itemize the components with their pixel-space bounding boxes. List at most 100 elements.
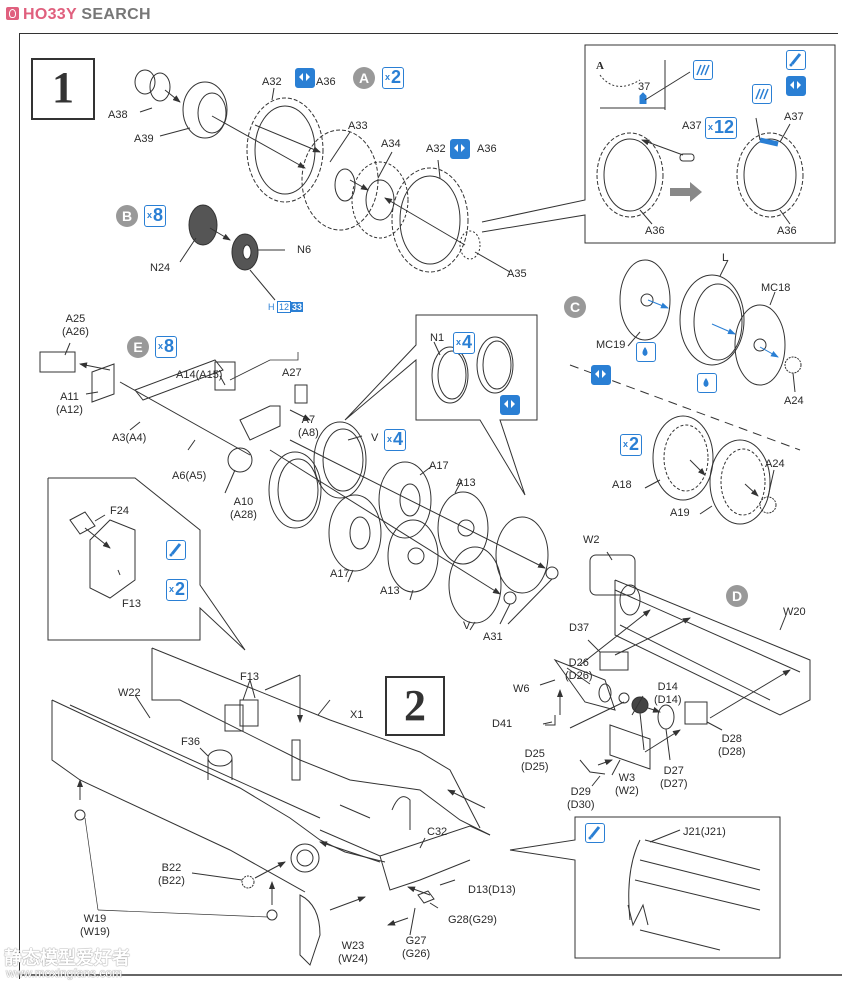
part-d27 (657, 704, 675, 730)
label-d14: D14 (D14) (654, 681, 682, 706)
label-d29: D29 (D30) (567, 786, 595, 811)
label-f36: F36 (181, 736, 200, 748)
glue-drop-icon (697, 373, 717, 393)
part-a35 (459, 230, 481, 260)
glue-drop-icon (636, 342, 656, 362)
part-a32-sprocket (246, 97, 324, 203)
part-a38 (134, 69, 171, 102)
part-a7 (239, 405, 281, 441)
label-a31: A31 (483, 631, 503, 643)
inset-label-a: A (596, 60, 604, 72)
quantity-a37-badge: x12 (705, 117, 738, 139)
alternative-divider (569, 364, 801, 451)
quantity-b-badge: x8 (144, 205, 167, 227)
symmetric-alternate-icon (500, 395, 520, 415)
cement-glue-icon (786, 50, 806, 70)
part-a13-2 (387, 519, 439, 593)
label-a35: A35 (507, 268, 527, 280)
part-w6 (553, 658, 616, 711)
part-a18 (652, 415, 714, 501)
part-v-tyre-4 (448, 546, 502, 624)
label-a18: A18 (612, 479, 632, 491)
part-w20-plate (614, 579, 811, 716)
part-d28 (684, 701, 708, 725)
part-v-tyre-2 (313, 421, 367, 499)
label-c32: C32 (427, 826, 448, 838)
label-w23: W23 (W24) (338, 940, 368, 965)
paint-stripe-icon (752, 84, 772, 104)
part-a32-outer-sprocket (391, 167, 469, 273)
label-v: V (371, 432, 379, 444)
symmetric-alternate-icon (591, 365, 611, 385)
label-x1: X1 (350, 709, 364, 721)
part-a14 (134, 359, 224, 401)
part-a19 (709, 439, 771, 525)
marker-a: A (353, 67, 375, 89)
inset-label-a37: A37 (682, 120, 702, 132)
part-a25 (39, 351, 76, 373)
part-a10 (227, 447, 253, 473)
quantity-alt-wheel-badge: x2 (620, 434, 643, 456)
part-w3 (609, 724, 651, 770)
quantity-a-badge: x2 (382, 67, 405, 89)
label-a17: A17 (429, 460, 449, 472)
label-a36: A36 (316, 76, 336, 88)
label-g27: G27 (G26) (402, 935, 431, 960)
label-a24: A24 (784, 395, 804, 407)
part-d26 (598, 683, 612, 703)
label-j21: J21(J21) (683, 826, 726, 838)
part-w19-rear (266, 909, 278, 921)
quantity-n1-badge: x4 (453, 332, 476, 354)
paint-stripe-icon (693, 60, 713, 80)
quantity-f-badge: x2 (166, 579, 189, 601)
label-n24: N24 (150, 262, 171, 274)
part-a24 (784, 356, 802, 374)
part-d25 (618, 692, 630, 704)
label-v-lower: V (463, 620, 471, 632)
label-a10: A10 (A28) (230, 496, 257, 521)
label-a38: A38 (108, 109, 128, 121)
label-a27: A27 (282, 367, 302, 379)
part-a11 (91, 363, 115, 403)
part-w19-front (74, 809, 86, 821)
step-1-number: 1 (31, 58, 95, 120)
label-a17-lower: A17 (330, 568, 350, 580)
quantity-v-badge: x4 (384, 429, 407, 451)
part-b22 (241, 875, 255, 889)
label-a36-outer: A36 (477, 143, 497, 155)
part-a34 (351, 161, 409, 239)
part-a36-inset-left (596, 132, 664, 218)
instruction-sheet-frame (19, 33, 838, 979)
hobby-search-logo: HO33Y SEARCH (6, 6, 151, 24)
part-a39 (182, 81, 228, 139)
marker-c: C (564, 296, 586, 318)
symmetric-alternate-icon (295, 68, 315, 88)
part-a27 (294, 384, 308, 404)
part-f13-inset (89, 519, 136, 599)
label-a14: A14(A15) (176, 369, 223, 381)
part-g27 (417, 890, 435, 904)
label-a33: A33 (348, 120, 368, 132)
label-w22: W22 (118, 687, 141, 699)
part-n24 (188, 204, 218, 246)
label-a13: A13 (456, 477, 476, 489)
label-d26: D26 (D26) (565, 657, 593, 682)
label-a13-lower: A13 (380, 585, 400, 597)
label-a11: A11 (A12) (56, 391, 83, 416)
label-f24: F24 (110, 505, 129, 517)
part-a17-1 (378, 461, 432, 539)
label-f13: F13 (240, 671, 259, 683)
label-w2: W2 (583, 534, 600, 546)
label-a34: A34 (381, 138, 401, 150)
inset-label-37: 37 (638, 81, 651, 93)
label-d27: D27 (D27) (660, 765, 688, 790)
marker-e: E (127, 336, 149, 358)
part-n6 (231, 233, 259, 271)
part-f24 (69, 511, 96, 535)
label-d28: D28 (D28) (718, 733, 746, 758)
cement-glue-icon (585, 823, 605, 843)
label-d13: D13(D13) (468, 884, 516, 896)
label-w20: W20 (783, 606, 806, 618)
flame-logo-icon (6, 7, 19, 20)
